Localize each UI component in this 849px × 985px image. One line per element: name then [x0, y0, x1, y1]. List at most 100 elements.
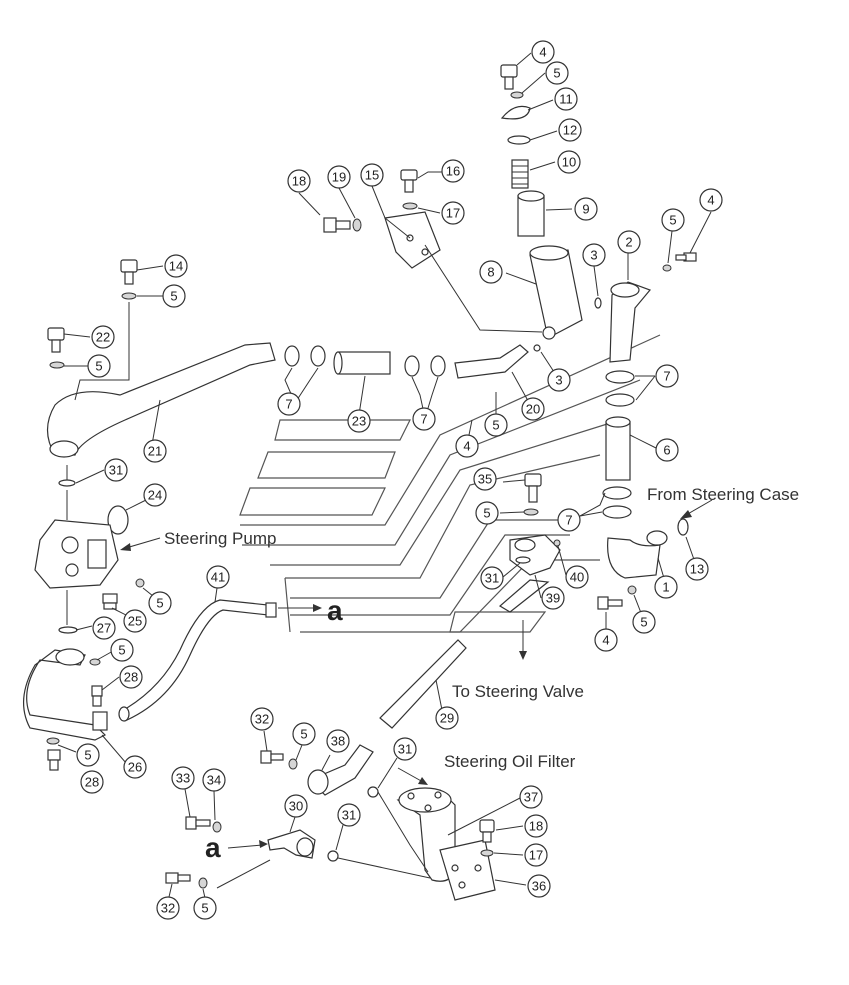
washer-19 — [352, 218, 362, 232]
callout-5-right-top: 5 — [661, 208, 685, 232]
washer-5-pump — [135, 578, 145, 588]
svg-text:37: 37 — [524, 790, 538, 805]
washer-17-top — [402, 202, 418, 210]
washer-5-right-bottom — [627, 585, 637, 595]
pipe-38 — [307, 744, 374, 796]
callout-35: 35 — [473, 467, 497, 491]
callout-29: 29 — [435, 706, 459, 730]
svg-text:15: 15 — [365, 168, 379, 183]
svg-text:21: 21 — [148, 444, 162, 459]
oring-3-mid — [533, 344, 541, 352]
svg-text:31: 31 — [342, 808, 356, 823]
callout-20: 20 — [521, 397, 545, 421]
callout-17-top: 17 — [441, 201, 465, 225]
bolt-4-right — [675, 252, 697, 262]
callout-8: 8 — [479, 260, 503, 284]
svg-text:26: 26 — [128, 760, 142, 775]
svg-text:5: 5 — [118, 643, 125, 658]
svg-text:35: 35 — [478, 472, 492, 487]
svg-text:8: 8 — [487, 265, 494, 280]
washer-5-32 — [288, 758, 298, 770]
callout-33: 33 — [171, 766, 195, 790]
seal-12 — [507, 135, 531, 145]
oring-13 — [677, 518, 689, 536]
bolt-4-top — [500, 64, 518, 90]
callout-5-lower: 5 — [193, 896, 217, 920]
svg-text:5: 5 — [201, 901, 208, 916]
bolt-4-right-bottom — [597, 596, 623, 610]
callout-28-upper: 28 — [119, 665, 143, 689]
oring-31-pump — [58, 479, 76, 487]
callout-3-mid: 3 — [547, 368, 571, 392]
callout-22: 22 — [91, 325, 115, 349]
svg-text:41: 41 — [211, 570, 225, 585]
bolt-32-lower — [165, 872, 191, 884]
spring-10 — [511, 159, 529, 189]
oring-31-filter-bottom — [327, 850, 339, 862]
bolt-28-lower — [47, 749, 61, 771]
svg-text:9: 9 — [582, 202, 589, 217]
svg-text:38: 38 — [331, 734, 345, 749]
arrows — [120, 499, 713, 849]
bracket-36 — [439, 839, 496, 901]
callout-34: 34 — [202, 768, 226, 792]
svg-text:31: 31 — [485, 571, 499, 586]
callout-21: 21 — [143, 439, 167, 463]
callout-30: 30 — [284, 794, 308, 818]
callout-31-filter-top: 31 — [393, 737, 417, 761]
callout-4-right-top: 4 — [699, 188, 723, 212]
svg-text:25: 25 — [128, 614, 142, 629]
svg-text:6: 6 — [663, 443, 670, 458]
callout-41: 41 — [206, 565, 230, 589]
svg-text:17: 17 — [446, 206, 460, 221]
svg-text:5: 5 — [300, 727, 307, 742]
clamps-7-lower — [602, 486, 632, 519]
svg-text:5: 5 — [669, 213, 676, 228]
washer-5-top — [510, 91, 524, 99]
hose-41 — [118, 599, 277, 722]
oring-31-filter-top — [367, 786, 379, 798]
bolt-18-lower — [479, 819, 495, 843]
hose-29 — [379, 639, 467, 729]
callout-1: 1 — [654, 575, 678, 599]
washer-5-14 — [121, 292, 137, 300]
callout-7-mid: 7 — [412, 407, 436, 431]
washer-5-35 — [523, 508, 539, 516]
bolt-32-upper — [260, 750, 284, 764]
callout-11: 11 — [554, 87, 578, 111]
callout-5-35: 5 — [475, 501, 499, 525]
callout-5-32: 5 — [292, 722, 316, 746]
svg-text:36: 36 — [532, 879, 546, 894]
callout-4-mid: 4 — [455, 434, 479, 458]
svg-text:5: 5 — [483, 506, 490, 521]
callout-5-pump: 5 — [148, 591, 172, 615]
callout-15: 15 — [360, 163, 384, 187]
svg-text:30: 30 — [289, 799, 303, 814]
bolt-25 — [102, 593, 118, 610]
svg-text:31: 31 — [398, 742, 412, 757]
callout-36: 36 — [527, 874, 551, 898]
washer-5-right-top — [662, 264, 672, 272]
svg-text:14: 14 — [169, 259, 183, 274]
bolt-35 — [524, 473, 542, 503]
svg-text:24: 24 — [148, 488, 162, 503]
callout-5-26: 5 — [110, 638, 134, 662]
svg-text:4: 4 — [463, 439, 470, 454]
bolt-28-upper — [91, 685, 103, 707]
svg-text:1: 1 — [662, 580, 669, 595]
steering-pump-label: Steering Pump — [164, 529, 276, 548]
bolt-22 — [47, 327, 65, 353]
svg-text:16: 16 — [446, 164, 460, 179]
callout-31-pump: 31 — [104, 458, 128, 482]
callout-31-filter-bottom: 31 — [337, 803, 361, 827]
callout-25: 25 — [123, 609, 147, 633]
callout-5-right-bottom: 5 — [632, 610, 656, 634]
steering-pump — [34, 519, 119, 589]
callout-5-28: 5 — [76, 743, 100, 767]
bracket-15 — [384, 211, 441, 269]
callout-23: 23 — [347, 409, 371, 433]
callout-40: 40 — [565, 565, 589, 589]
to-steering-valve-label: To Steering Valve — [452, 682, 584, 701]
callout-38: 38 — [326, 729, 350, 753]
callout-3-right: 3 — [582, 243, 606, 267]
